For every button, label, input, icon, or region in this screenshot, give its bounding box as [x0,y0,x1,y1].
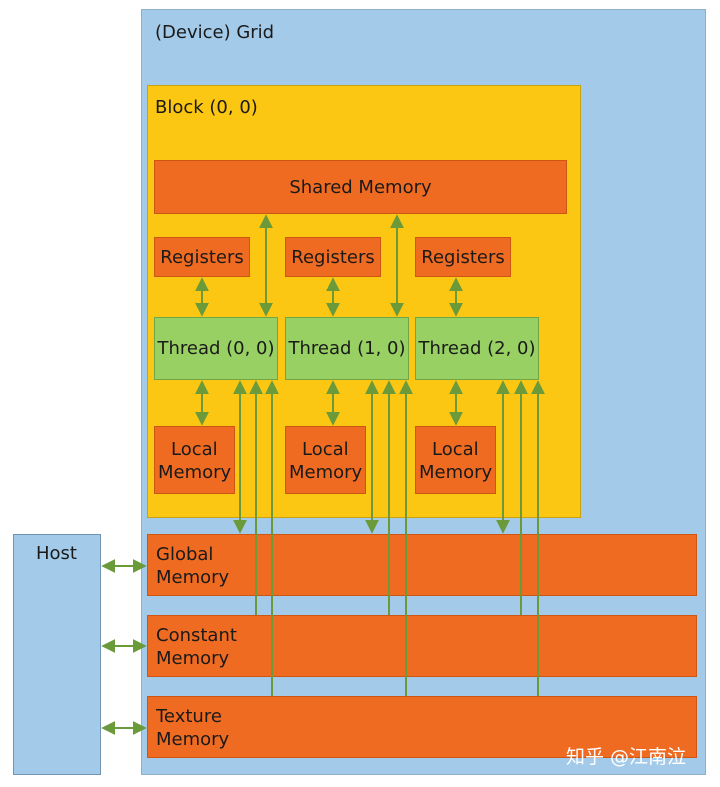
texture-memory-line2: Memory [156,729,230,750]
registers-0: Registers [154,237,250,277]
local-memory-1-line2: Memory [289,462,363,483]
local-memory-2-line1: Local [432,439,479,460]
global-memory: Global Memory [147,534,697,596]
registers-2-label: Registers [421,246,505,268]
block-label: Block (0, 0) [155,97,258,118]
local-memory-2-line2: Memory [419,462,493,483]
shared-memory: Shared Memory [154,160,567,214]
thread-2: Thread (2, 0) [415,317,539,380]
registers-2: Registers [415,237,511,277]
local-memory-2: Local Memory [415,426,496,494]
local-memory-0-line2: Memory [158,462,232,483]
thread-0: Thread (0, 0) [154,317,278,380]
thread-0-label: Thread (0, 0) [157,338,275,359]
local-memory-0-line1: Local [171,439,218,460]
registers-0-label: Registers [160,246,244,268]
texture-memory: Texture Memory [147,696,697,758]
host [13,534,101,775]
global-memory-line1: Global [156,544,214,565]
constant-memory-line2: Memory [156,648,230,669]
host-label: Host [36,543,77,564]
registers-1-label: Registers [291,246,375,268]
registers-1: Registers [285,237,381,277]
device-grid-label: (Device) Grid [155,22,275,43]
global-memory-line2: Memory [156,567,230,588]
local-memory-1-line1: Local [302,439,349,460]
thread-1: Thread (1, 0) [285,317,409,380]
local-memory-1: Local Memory [285,426,366,494]
constant-memory-line1: Constant [156,625,237,646]
local-memory-0: Local Memory [154,426,235,494]
thread-1-label: Thread (1, 0) [288,338,406,359]
shared-memory-label: Shared Memory [289,176,432,198]
thread-2-label: Thread (2, 0) [418,338,536,359]
texture-memory-line1: Texture [156,706,222,727]
constant-memory: Constant Memory [147,615,697,677]
watermark: 知乎 @江南泣 [566,746,687,768]
